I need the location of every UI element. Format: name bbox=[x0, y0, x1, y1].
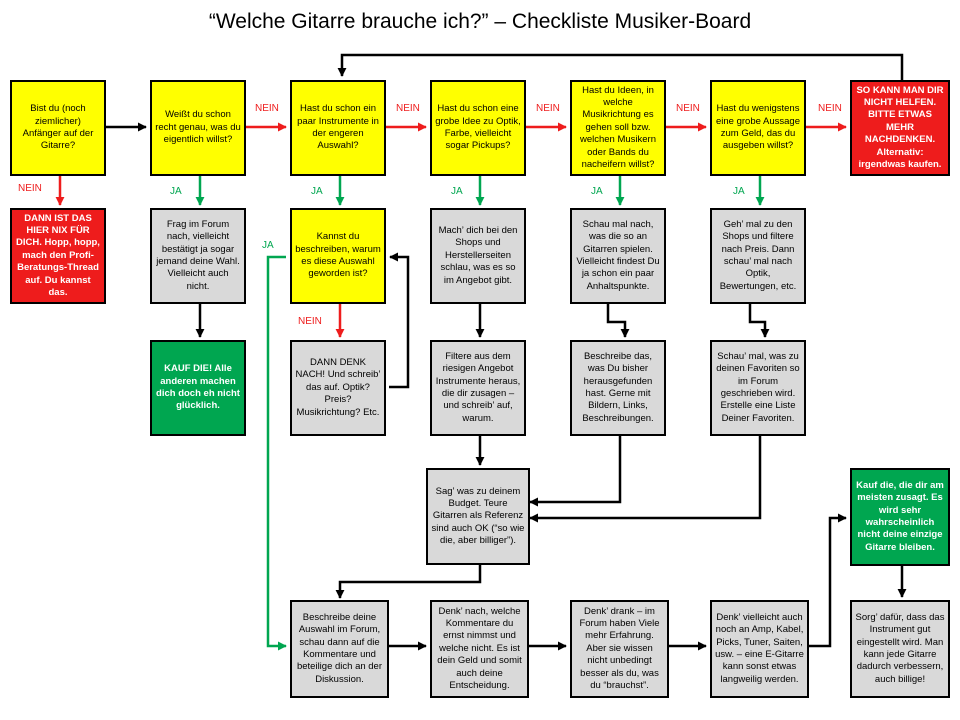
node-denk-kommentare: Denk’ nach, welche Kommentare du ernst n… bbox=[430, 600, 529, 698]
label-nein: NEIN bbox=[255, 103, 279, 114]
arrow-g3-down bbox=[606, 304, 630, 338]
node-shops-filtere: Geh’ mal zu den Shops und filtere nach P… bbox=[710, 208, 806, 304]
node-budget: Sag’ was zu deinem Budget. Teure Gitarre… bbox=[426, 468, 530, 565]
label-nein: NEIN bbox=[298, 316, 322, 327]
node-beschreibe-das: Beschreibe das, was Du bisher herausgefu… bbox=[570, 340, 666, 436]
label-nein: NEIN bbox=[18, 183, 42, 194]
node-aussage-geld: Hast du wenigstens eine grobe Aussage zu… bbox=[710, 80, 806, 176]
node-kauf-die: KAUF DIE! Alle anderen machen dich doch … bbox=[150, 340, 246, 436]
node-shops-herstellerseiten: Mach’ dich bei den Shops und Herstellers… bbox=[430, 208, 526, 304]
node-frag-im-forum: Frag im Forum nach, vielleicht bestätigt… bbox=[150, 208, 246, 304]
node-favoriten: Schau’ mal, was zu deinen Favoriten so i… bbox=[710, 340, 806, 436]
node-denk-nach: DANN DENK NACH! Und schreib’ das auf. Op… bbox=[290, 340, 386, 436]
arrow-b4-green bbox=[809, 513, 847, 648]
node-weisst-du: Weißt du schon recht genau, was du eigen… bbox=[150, 80, 246, 176]
node-sorg-dafuer: Sorg’ dafür, dass das Instrument gut ein… bbox=[850, 600, 950, 698]
node-beschreibe-auswahl: Beschreibe deine Auswahl im Forum, schau… bbox=[290, 600, 389, 698]
node-instrumente-auswahl: Hast du schon ein paar Instrumente in de… bbox=[290, 80, 386, 176]
label-ja: JA bbox=[311, 186, 323, 197]
label-nein: NEIN bbox=[396, 103, 420, 114]
arrow-g6-budget bbox=[529, 436, 622, 507]
arrow-denknach-loop bbox=[389, 252, 410, 389]
arrow-g4-down bbox=[748, 304, 770, 338]
node-amp-kabel: Denk’ vielleicht auch noch an Amp, Kabel… bbox=[710, 600, 809, 698]
label-ja: JA bbox=[170, 186, 182, 197]
node-grobe-idee: Hast du schon eine grobe Idee zu Optik, … bbox=[430, 80, 526, 176]
label-ja: JA bbox=[733, 186, 745, 197]
node-nix-fuer-dich: DANN IST DAS HIER NIX FÜR DICH. Hopp, ho… bbox=[10, 208, 106, 304]
chart-title: “Welche Gitarre brauche ich?” – Checklis… bbox=[208, 10, 752, 33]
arrow-red-loop bbox=[337, 53, 904, 80]
node-nicht-helfen: SO KANN MAN DIR NICHT HELFEN. BITTE ETWA… bbox=[850, 80, 950, 176]
node-denk-drank: Denk’ drank – im Forum haben Viele mehr … bbox=[570, 600, 669, 698]
label-ja: JA bbox=[262, 240, 274, 251]
node-anfaenger: Bist du (noch ziemlicher) Anfänger auf d… bbox=[10, 80, 106, 176]
label-nein: NEIN bbox=[676, 103, 700, 114]
arrow-ja-green bbox=[266, 255, 287, 651]
node-ideen-musikrichtung: Hast du Ideen, in welche Musikrichtung e… bbox=[570, 80, 666, 176]
node-beschreiben-warum: Kannst du beschreiben, warum es diese Au… bbox=[290, 208, 386, 304]
label-ja: JA bbox=[591, 186, 603, 197]
node-schau-mal-nach: Schau mal nach, was die so an Gitarren s… bbox=[570, 208, 666, 304]
arrow-budget-down bbox=[335, 565, 482, 599]
node-filtere-angebot: Filtere aus dem riesigen Angebot Instrum… bbox=[430, 340, 526, 436]
label-ja: JA bbox=[451, 186, 463, 197]
arrow-g7-budget bbox=[529, 436, 762, 523]
label-nein: NEIN bbox=[818, 103, 842, 114]
label-nein: NEIN bbox=[536, 103, 560, 114]
node-kauf-die-meisten: Kauf die, die dir am meisten zusagt. Es … bbox=[850, 468, 950, 566]
